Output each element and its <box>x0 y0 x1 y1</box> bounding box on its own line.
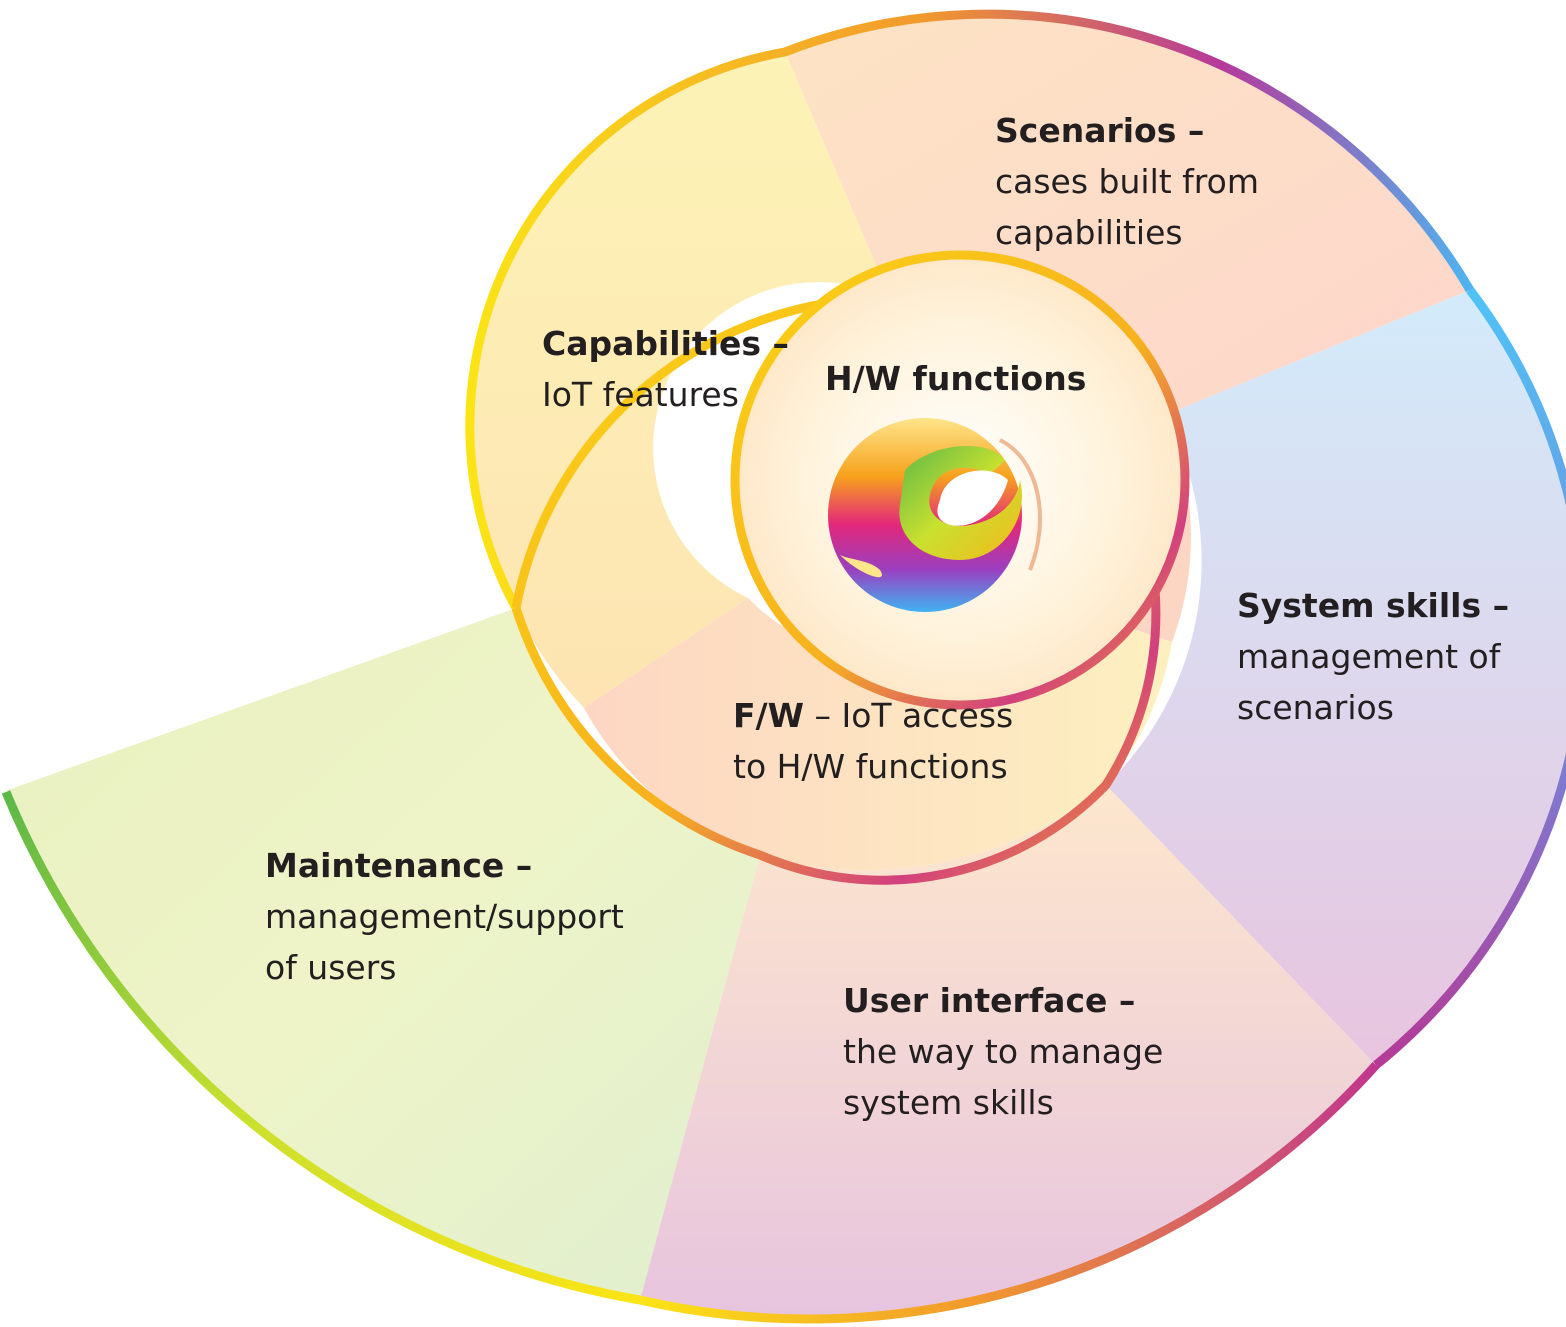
middle-ring <box>511 293 1161 885</box>
capabilities-desc-line-1: IoT features <box>542 375 739 415</box>
hw-functions-label: H/W functions <box>825 353 1086 404</box>
capabilities-lower-segment <box>516 608 584 708</box>
system-skills-title: System skills – <box>1237 586 1510 625</box>
system-skills-segment <box>1106 290 1566 1065</box>
fw-label: F/W – IoT access to H/W functions <box>733 690 1013 792</box>
fw-desc-2: to H/W functions <box>733 747 1008 787</box>
maintenance-desc-line-2: of users <box>265 948 397 988</box>
fw-title: F/W <box>733 696 804 735</box>
capabilities-label: Capabilities – IoT features <box>542 318 789 420</box>
outer-spiral-ring-left <box>1 790 641 1305</box>
capabilities-title: Capabilities – <box>542 324 790 363</box>
scenarios-desc-line-1: cases built from <box>995 162 1259 202</box>
system-skills-desc-line-2: scenarios <box>1237 688 1394 728</box>
user-interface-desc-line-2: system skills <box>843 1083 1054 1123</box>
scenarios-segment <box>785 14 1470 415</box>
scenarios-title: Scenarios – <box>995 111 1205 150</box>
fw-line-1: F/W – IoT access <box>733 696 1013 735</box>
maintenance-label: Maintenance – management/support of user… <box>265 840 624 993</box>
maintenance-title: Maintenance – <box>265 846 533 885</box>
system-skills-desc-line-1: management of <box>1237 637 1501 677</box>
scenarios-desc-line-2: capabilities <box>995 213 1183 253</box>
user-interface-label: User interface – the way to manage syste… <box>843 975 1163 1128</box>
capabilities-segment <box>469 52 890 708</box>
outer-spiral-ring-top <box>465 9 1474 611</box>
maintenance-segment <box>8 608 760 1300</box>
user-interface-title: User interface – <box>843 981 1136 1020</box>
system-skills-label: System skills – management of scenarios <box>1237 580 1509 733</box>
maintenance-desc-line-1: management/support <box>265 897 624 937</box>
rainbow-swirl-logo-icon <box>828 418 1042 612</box>
outer-spiral-ring-bottom <box>639 1062 1380 1324</box>
hw-functions-title: H/W functions <box>825 359 1087 398</box>
scenarios-label: Scenarios – cases built from capabilitie… <box>995 105 1259 258</box>
user-interface-desc-line-1: the way to manage <box>843 1032 1164 1072</box>
fw-desc-1: – IoT access <box>804 696 1014 735</box>
user-interface-segment <box>640 785 1376 1320</box>
outer-spiral-ring-right <box>1373 287 1566 1069</box>
